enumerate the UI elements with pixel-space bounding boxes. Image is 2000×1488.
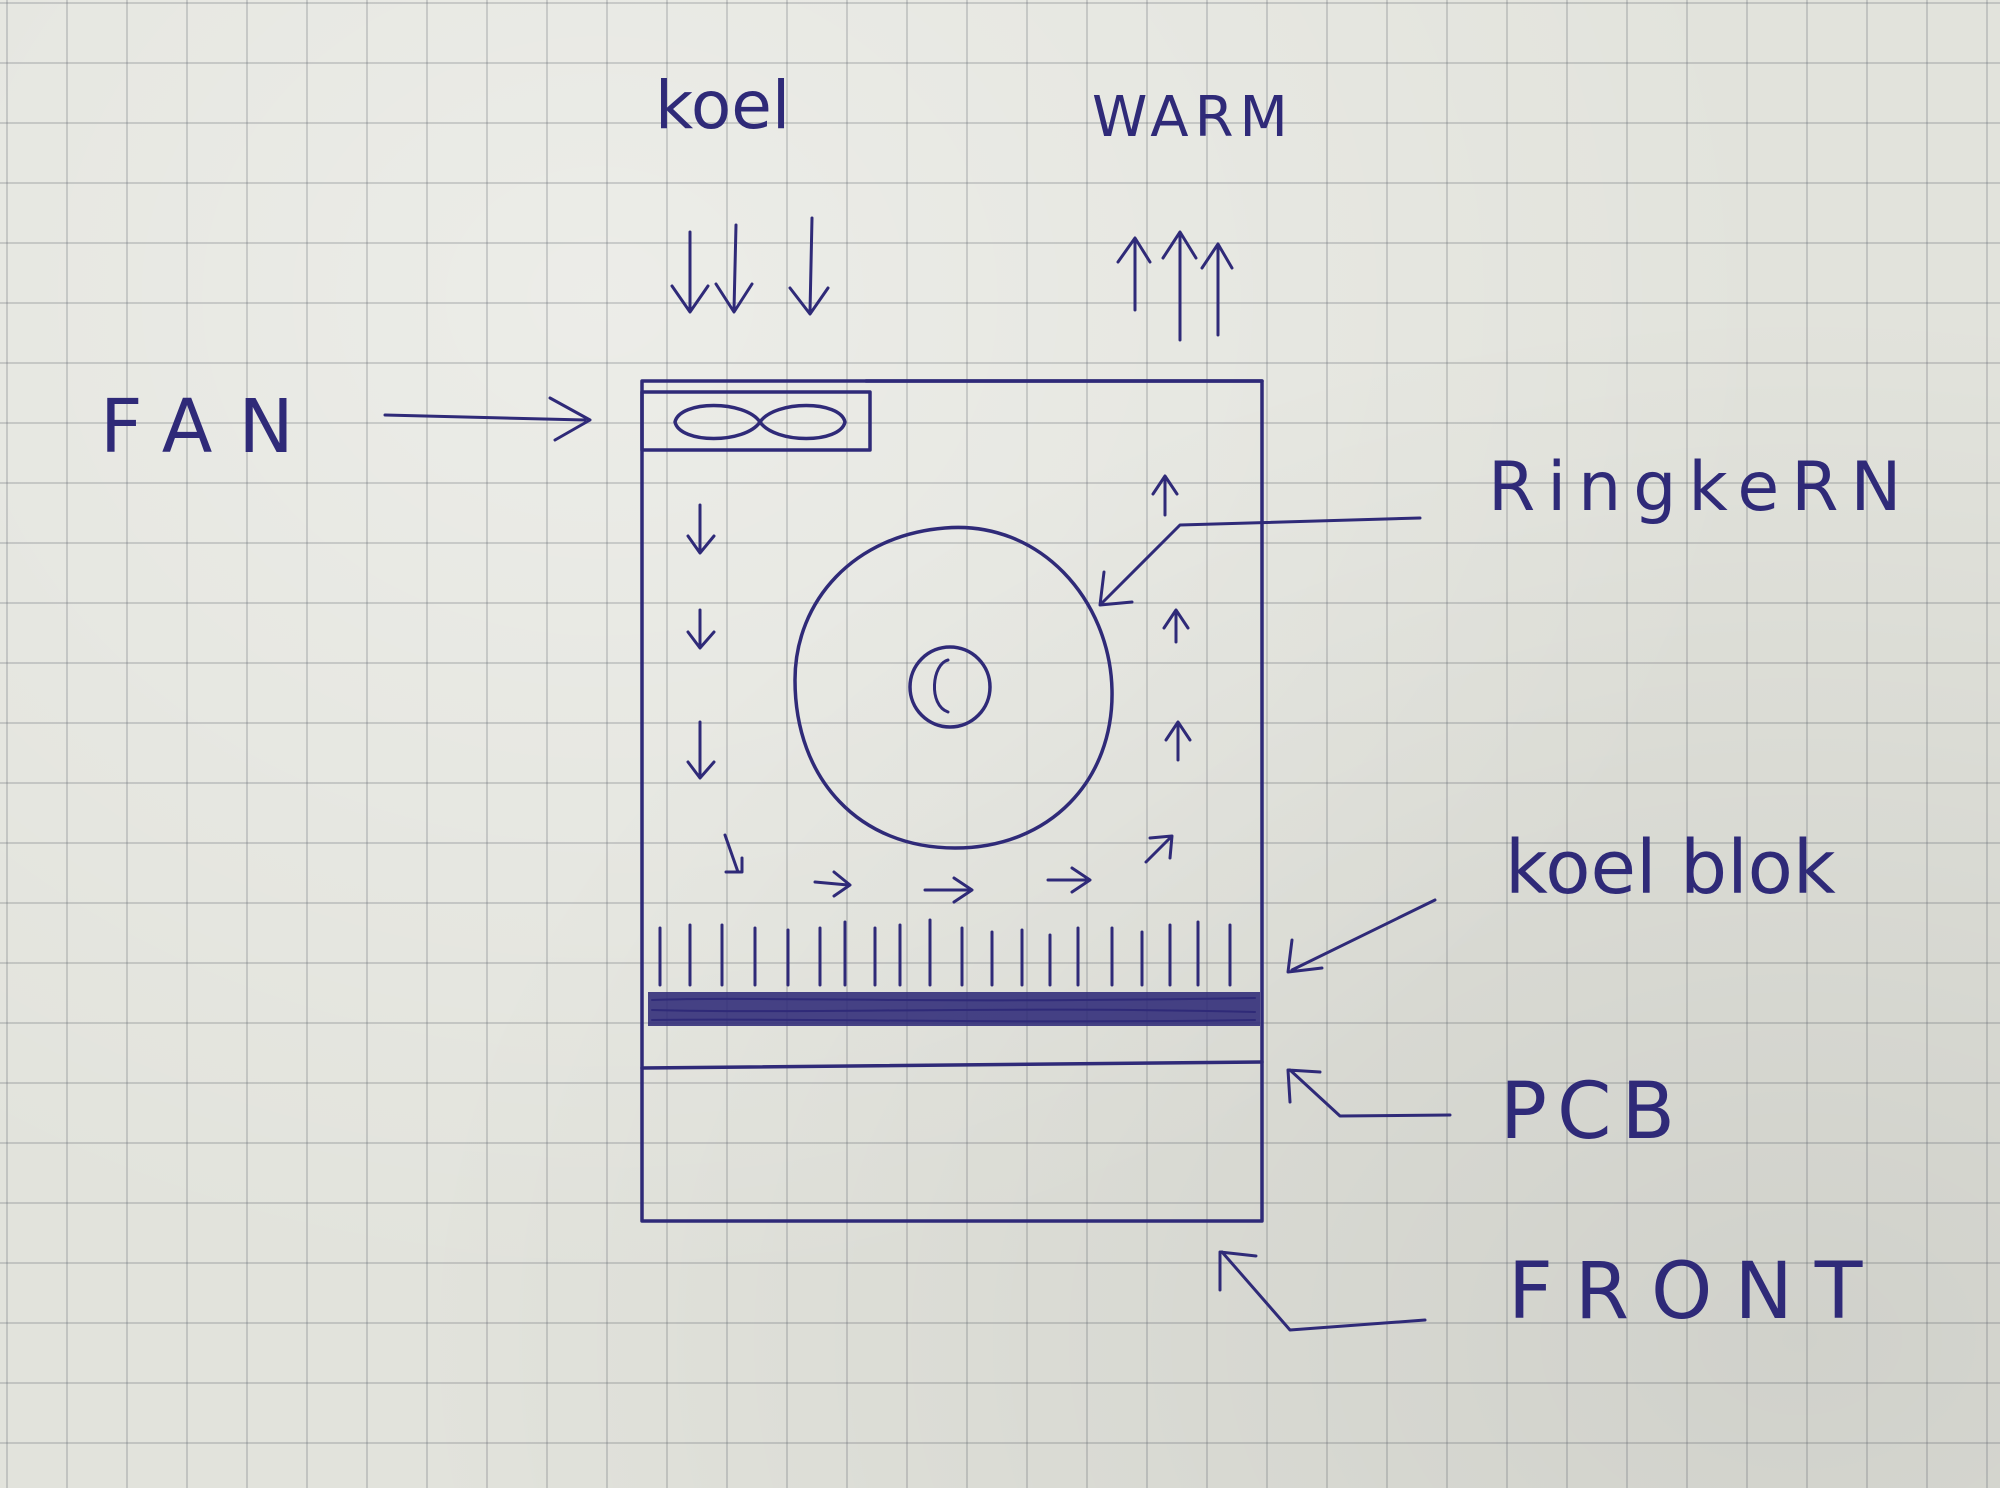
pcb-label: PCB (1500, 1067, 1685, 1157)
pcb-board (640, 1060, 1264, 1070)
fan-pointer-arrow (383, 396, 592, 442)
koelblok-label: koel blok (1505, 825, 1836, 911)
fan-unit (640, 390, 872, 452)
front-label: FRONT (1508, 1247, 1884, 1337)
cool-inflow-arrows (670, 216, 830, 316)
front-pointer-arrow (1218, 1250, 1427, 1332)
warm-outflow-arrows (1116, 230, 1234, 342)
warm-label: WARM (1092, 85, 1294, 150)
ringkern-label: RingkeRN (1488, 448, 1913, 527)
fan-label: FAN (100, 384, 320, 470)
internal-airflow-across (723, 833, 1174, 904)
ringkern-pointer-arrow (1098, 516, 1422, 607)
heatsink-fins (658, 918, 1232, 987)
enclosure (640, 379, 1264, 1223)
cool-label: koel (655, 67, 790, 144)
pcb-pointer-arrow (1286, 1068, 1452, 1118)
internal-airflow-up (1151, 474, 1192, 762)
ring-core (793, 525, 1114, 850)
fan-infinity-icon (673, 403, 847, 441)
internal-airflow-down (686, 503, 716, 780)
koelblok-pointer-arrow (1286, 898, 1437, 974)
heatsink-base (648, 992, 1260, 1026)
